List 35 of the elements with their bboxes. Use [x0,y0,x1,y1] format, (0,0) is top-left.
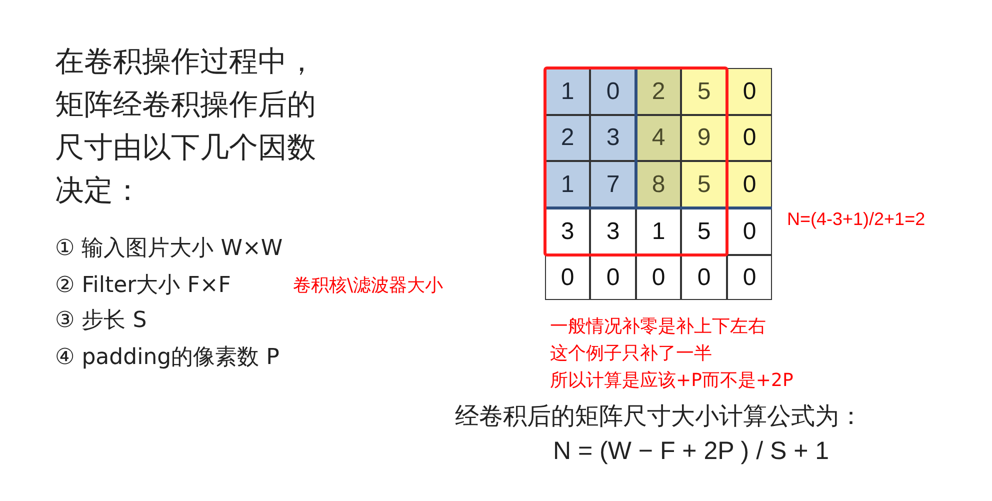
matrix-cell: 1 [545,161,590,208]
matrix-cell: 0 [727,115,772,161]
matrix-cell: 0 [636,255,681,300]
list-item: ① 输入图片大小 W×W [55,235,283,263]
matrix-cell: 0 [727,161,772,208]
matrix-cell: 7 [590,161,636,208]
note-text: N=(4-3+1)/2+1=2 [787,209,926,230]
note-text: 卷积核\滤波器大小 [293,274,444,297]
list-item: ③ 步长 S [55,307,147,335]
note-text: 一般情况补零是补上下左右 [550,315,766,338]
matrix-cell: 0 [590,255,636,300]
matrix-cell: 5 [681,68,727,115]
intro-paragraph: 在卷积操作过程中，矩阵经卷积操作后的尺寸由以下几个因数决定： [55,43,317,209]
matrix-cell: 9 [681,115,727,161]
matrix-cell: 1 [545,68,590,115]
matrix-cell: 2 [636,68,681,115]
note-text: 这个例子只补了一半 [550,342,712,365]
matrix-cell: 8 [636,161,681,208]
matrix-cell: 0 [681,255,727,300]
matrix-cell: 0 [727,255,772,300]
matrix-cell: 0 [727,68,772,115]
matrix-cell: 5 [681,161,727,208]
matrix-cell: 2 [545,115,590,161]
matrix-cell: 3 [590,208,636,255]
matrix-cell: 0 [727,208,772,255]
formula-text: N = (W − F + 2P ) / S + 1 [553,437,830,466]
matrix-cell: 1 [636,208,681,255]
list-item: ② Filter大小 F×F [55,272,231,300]
matrix-cell: 4 [636,115,681,161]
matrix-cell: 3 [590,115,636,161]
formula-heading: 经卷积后的矩阵尺寸大小计算公式为： [455,401,863,432]
matrix-cell: 0 [590,68,636,115]
matrix-cell: 0 [545,255,590,300]
list-item: ④ padding的像素数 P [55,344,280,372]
note-text: 所以计算是应该+P而不是+2P [550,369,794,392]
